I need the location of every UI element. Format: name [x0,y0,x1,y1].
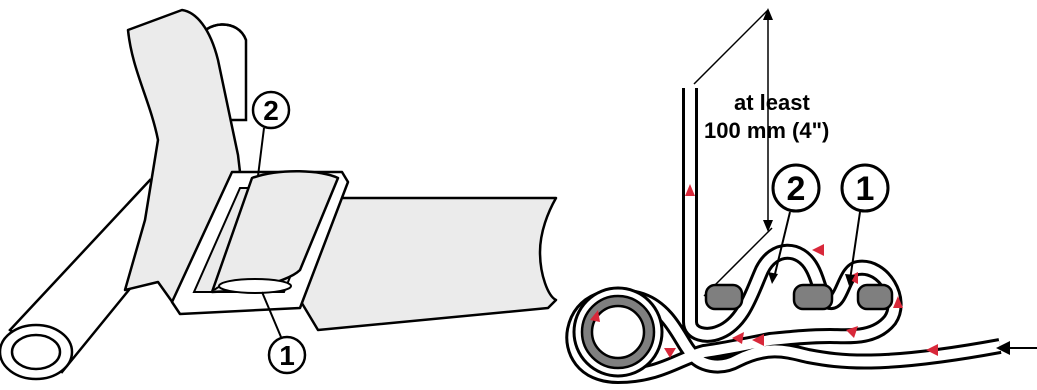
red-arrow-3 [812,244,824,256]
strap-horizontal [300,198,556,330]
callout-2-right-label: 2 [787,170,806,208]
right-figure: at least 100 mm (4") [573,8,1037,376]
measurement-line1: at least [734,90,810,115]
callout-2-left: 2 [253,92,289,176]
direction-arrow-icon [996,341,1037,355]
buckle-bars [706,285,892,309]
strap-roll [574,288,662,376]
callout-1-right-label: 1 [856,170,875,208]
callout-1-left-label: 1 [279,340,295,371]
callout-2-left-label: 2 [263,95,279,126]
left-figure: 2 1 [0,10,556,379]
measurement-line2: 100 mm (4") [704,118,829,143]
